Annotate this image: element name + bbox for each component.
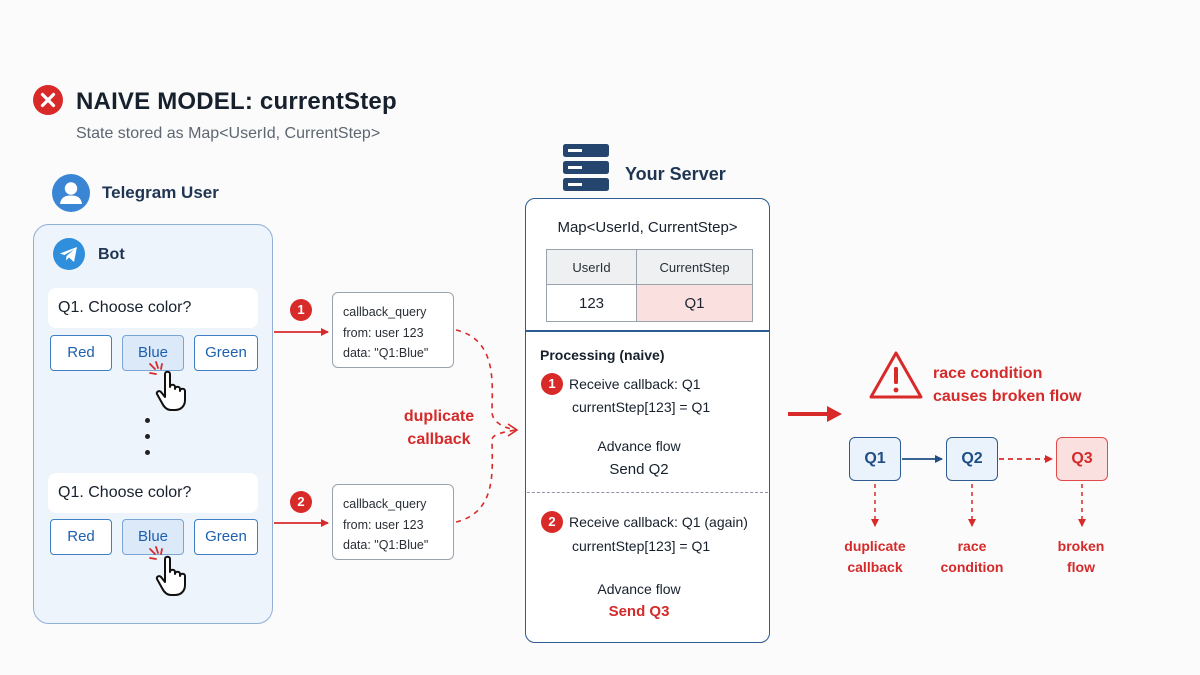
q1-label-line: duplicate: [844, 538, 906, 554]
race-condition-warning: race condition causes broken flow: [933, 362, 1082, 408]
q3-outcome-label: broken flow: [1031, 536, 1131, 578]
state-table: UserId CurrentStep 123 Q1: [546, 249, 753, 322]
step-badge-1: 1: [541, 373, 563, 395]
server-label: Your Server: [625, 164, 726, 184]
step-1-assign: currentStep[123] = Q1: [572, 399, 711, 415]
callback-badge-1: 1: [290, 299, 312, 321]
flow-node-q1: Q1: [849, 437, 901, 481]
callback-badge-2: 2: [290, 491, 312, 513]
bot-message-1: Q1. Choose color?: [48, 288, 258, 328]
step-2-advance: Advance flow: [597, 581, 681, 597]
callback-line: callback_query: [343, 305, 427, 319]
callback-line: data: "Q1:Blue": [343, 346, 429, 360]
inline-button-red-2[interactable]: Red: [50, 519, 112, 555]
dashed-curve-tip: [507, 423, 519, 437]
ellipsis-dots: [145, 418, 153, 466]
warning-line: causes broken flow: [933, 388, 1082, 405]
callback-line: from: user 123: [343, 325, 424, 340]
warning-triangle-icon: [869, 351, 923, 399]
callback-query-box-2: callback_query from: user 123 data: "Q1:…: [332, 484, 454, 560]
page-subtitle: State stored as Map<UserId, CurrentStep>: [76, 125, 381, 142]
inline-button-blue-2[interactable]: Blue: [122, 519, 184, 555]
q1-outcome-label: duplicate callback: [825, 536, 925, 578]
bot-label: Bot: [98, 246, 125, 263]
callback-line: callback_query: [343, 497, 427, 511]
telegram-icon: [53, 238, 85, 270]
state-map-title: Map<UserId, CurrentStep>: [557, 219, 738, 236]
step-badge-2: 2: [541, 511, 563, 533]
step-separator: [527, 492, 768, 493]
table-header: CurrentStep: [636, 249, 753, 285]
step-2-send: Send Q3: [608, 603, 670, 620]
step-1-send: Send Q2: [609, 461, 669, 478]
telegram-user-label: Telegram User: [102, 183, 219, 202]
pointer-hand-icon: [149, 546, 186, 596]
bot-message-2: Q1. Choose color?: [48, 473, 258, 513]
duplicate-callback-label: duplicate callback: [398, 405, 480, 451]
duplicate-label-line: duplicate: [403, 408, 475, 425]
inline-button-red-1[interactable]: Red: [50, 335, 112, 371]
table-cell-currentstep: Q1: [636, 284, 753, 322]
table-cell-userid: 123: [546, 284, 637, 322]
user-avatar-icon: [52, 174, 90, 212]
q3-label-line: flow: [1067, 559, 1095, 575]
q1-label-line: callback: [847, 559, 903, 575]
page-title: NAIVE MODEL: currentStep: [76, 88, 397, 115]
server-icon: [563, 144, 609, 191]
q3-label-line: broken: [1057, 538, 1105, 554]
step-2-receive: Receive callback: Q1 (again): [569, 514, 748, 530]
step-2-assign: currentStep[123] = Q1: [572, 538, 711, 554]
q2-outcome-label: race condition: [922, 536, 1022, 578]
warning-line: race condition: [933, 365, 1043, 382]
server-divider: [526, 330, 769, 332]
error-x-icon: [33, 85, 63, 115]
q2-label-line: condition: [940, 559, 1004, 575]
step-1-advance: Advance flow: [597, 438, 681, 454]
duplicate-label-line: callback: [407, 431, 471, 448]
processing-title: Processing (naive): [540, 347, 665, 363]
step-1-receive: Receive callback: Q1: [569, 376, 701, 392]
callback-line: from: user 123: [343, 517, 424, 532]
inline-button-green-2[interactable]: Green: [194, 519, 258, 555]
pointer-hand-icon: [149, 361, 186, 411]
inline-button-green-1[interactable]: Green: [194, 335, 258, 371]
inline-button-blue-1[interactable]: Blue: [122, 335, 184, 371]
callback-query-box-1: callback_query from: user 123 data: "Q1:…: [332, 292, 454, 368]
table-header: UserId: [546, 249, 637, 285]
flow-node-q2: Q2: [946, 437, 998, 481]
q2-label-line: race: [957, 538, 987, 554]
flow-node-q3: Q3: [1056, 437, 1108, 481]
callback-line: data: "Q1:Blue": [343, 538, 429, 552]
